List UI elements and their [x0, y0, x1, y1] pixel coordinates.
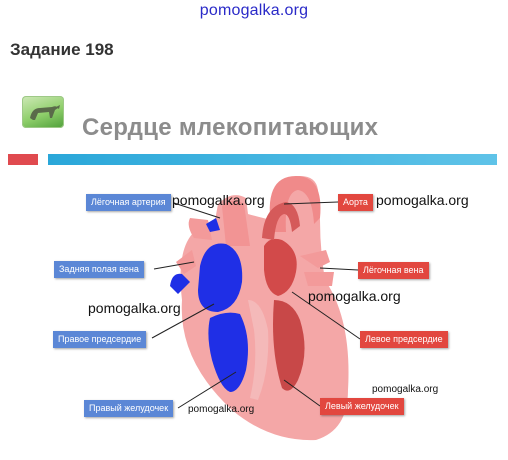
left-ventricle [273, 300, 305, 391]
label-left-ventricle: Левый желудочек [320, 398, 404, 415]
vena-cava-left-branch [176, 250, 196, 274]
label-right-ventricle: Правый желудочек [84, 400, 174, 417]
vena-cava-upper [188, 218, 212, 240]
watermark-text: pomogalka.org [188, 404, 255, 415]
aortic-arch [269, 176, 321, 232]
aorta-lumen [262, 202, 300, 240]
label-aorta: Аорта [338, 194, 373, 211]
title-accent-blue [48, 154, 497, 165]
label-pulmonary-vein: Лёгочная вена [358, 262, 429, 279]
label-vena-cava: Задняя полая вена [54, 261, 144, 278]
slide-title: Сердце млекопитающих [82, 114, 379, 141]
label-right-atrium: Правое предсердие [53, 331, 147, 348]
watermark-text: pomogalka.org [372, 384, 439, 395]
label-left-atrium: Левое предсердие [360, 331, 448, 348]
vena-cava-lower [170, 273, 190, 294]
slide-logo-image [22, 96, 64, 128]
left-atrium [264, 238, 297, 296]
right-atrium [198, 243, 243, 312]
label-pulmonary-artery: Лёгочная артерия [86, 194, 171, 211]
title-accent-red [8, 154, 38, 165]
watermark-text: pomogalka.org [376, 192, 469, 208]
task-title: Задание 198 [10, 40, 114, 59]
right-ventricle [208, 312, 248, 392]
watermark-text: pomogalka.org [172, 192, 265, 208]
pulmonary-vein-branch [300, 250, 330, 268]
pulmonary-lumen [206, 218, 220, 232]
pulmonary-vein-branch-2 [304, 272, 334, 286]
septum [248, 300, 269, 400]
watermark-text: pomogalka.org [88, 300, 181, 316]
pointer-lines [151, 201, 361, 409]
pulmonary-trunk [222, 200, 250, 246]
site-watermark-top: pomogalka.org [199, 2, 309, 19]
watermark-text: pomogalka.org [308, 288, 401, 304]
